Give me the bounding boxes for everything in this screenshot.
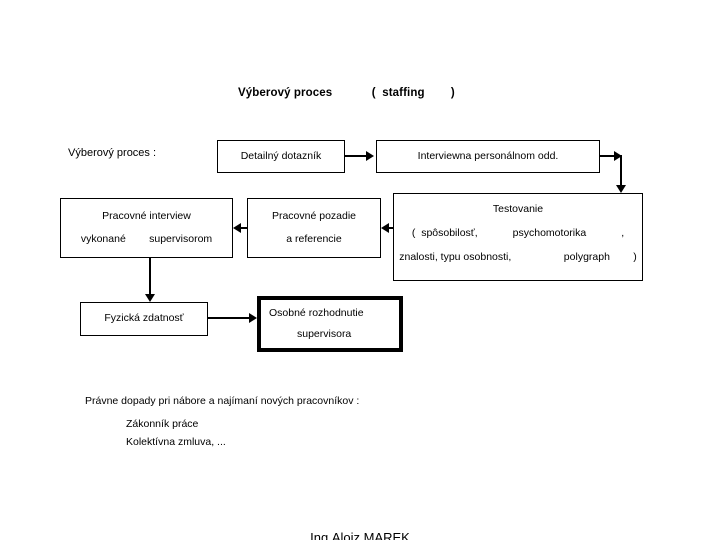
box-testovanie-line2: ( spôsobilosť, psychomotorika , (411, 227, 625, 240)
box-fyzicka-zdatnost-line1: Fyzická zdatnosť (104, 312, 184, 325)
box-pracovne-interview-line2: vykonané supervisorom (80, 233, 213, 245)
box-pracovne-interview[interactable]: Pracovné interview vykonané supervisorom (60, 198, 233, 258)
arrow-down-icon-into-testovanie (616, 185, 626, 193)
connector-interview-right-segment (600, 155, 622, 157)
box-pracovne-pozadie-line1: Pracovné pozadie (271, 209, 357, 222)
box-detailny-dotaznik-line1: Detailný dotazník (240, 149, 322, 162)
footer-author: Ing.Alojz MAREK TF TU (0, 497, 720, 540)
box-osobne-rozhodnutie-line1: Osobné rozhodnutie (269, 306, 364, 319)
box-interview-personalne-line1: Interviewna personálnom odd. (417, 149, 559, 162)
arrow-left-icon-pozadie-to-interview (233, 223, 241, 233)
box-testovanie[interactable]: Testovanie ( spôsobilosť, psychomotorika… (393, 193, 643, 281)
box-pracovne-pozadie-line2: a referencie (286, 233, 342, 245)
arrow-right-icon-fyzicka-to-rozhodnutie (249, 313, 257, 323)
arrow-right-icon-dotaznik-to-interview (366, 151, 374, 161)
box-interview-personalne[interactable]: Interviewna personálnom odd. (376, 140, 600, 173)
box-pracovne-pozadie[interactable]: Pracovné pozadie a referencie (247, 198, 381, 258)
section-label-vyberovy-proces: Výberový proces : (68, 147, 157, 159)
box-osobne-rozhodnutie[interactable]: Osobné rozhodnutie supervisora (257, 296, 403, 352)
arrow-down-icon-into-fyzicka (145, 294, 155, 302)
arrow-left-icon-testovanie-to-pozadie (381, 223, 389, 233)
box-testovanie-line3: znalosti, typu osobnosti, polygraph ) (399, 251, 637, 264)
notes-item-zakonnik-prace: Zákonník práce (126, 418, 199, 430)
connector-interview-down-segment (620, 155, 622, 187)
notes-item-kolektivna-zmluva: Kolektívna zmluva, ... (126, 436, 226, 448)
box-fyzicka-zdatnost[interactable]: Fyzická zdatnosť (80, 302, 208, 336)
connector-dotaznik-to-interview (345, 155, 367, 157)
arrow-right-icon-interview-corner (614, 151, 622, 161)
footer-author-name: Ing.Alojz MAREK (310, 529, 410, 540)
box-pracovne-interview-line1: Pracovné interview (102, 209, 191, 222)
connector-interview-down-to-fyzicka (149, 258, 151, 296)
box-testovanie-line1: Testovanie (492, 203, 544, 215)
connector-fyzicka-to-rozhodnutie (208, 317, 250, 319)
page-title: Výberový proces ( staffing ) (238, 87, 455, 99)
box-detailny-dotaznik[interactable]: Detailný dotazník (217, 140, 345, 173)
box-osobne-rozhodnutie-line2: supervisora (297, 328, 352, 340)
notes-heading: Právne dopady pri nábore a najímaní nový… (85, 395, 360, 407)
